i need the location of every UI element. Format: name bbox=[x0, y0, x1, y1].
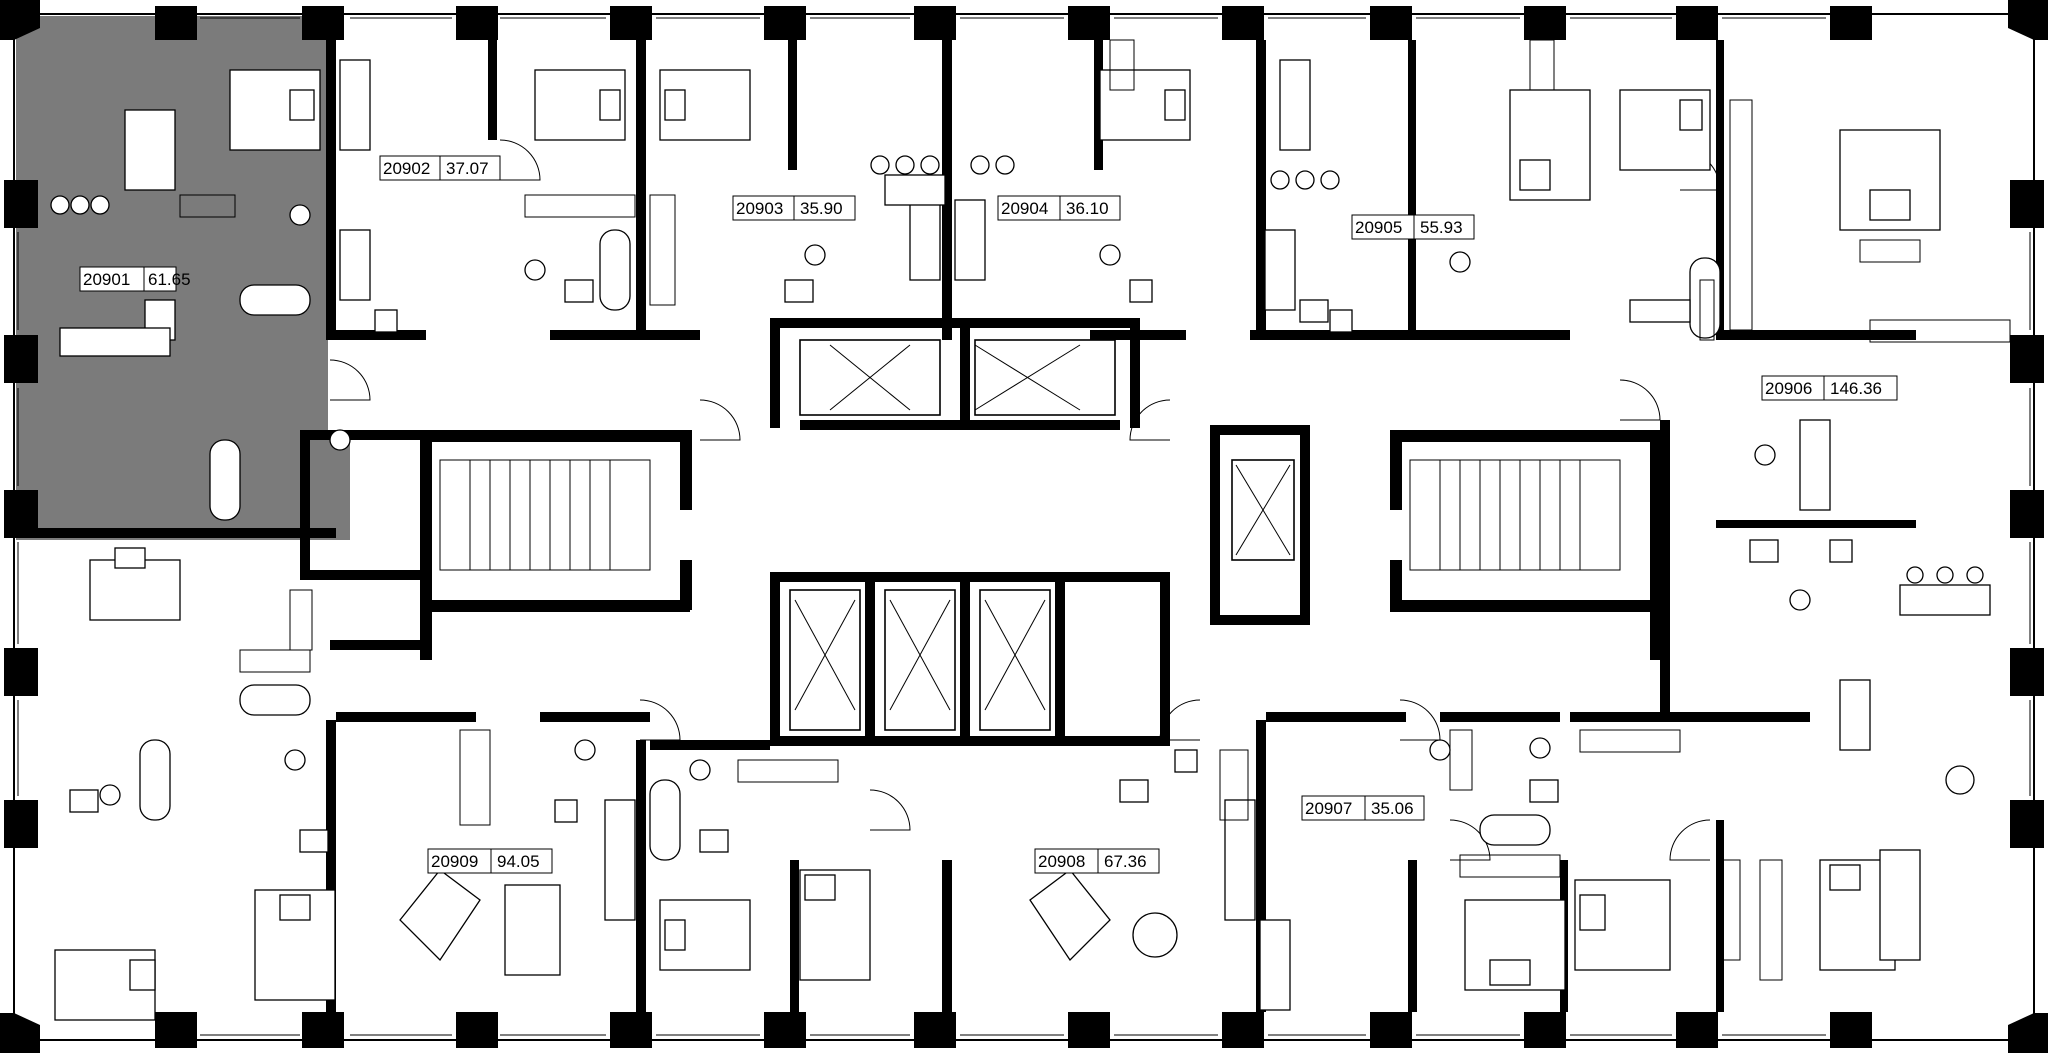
unit-label-id: 20908 bbox=[1038, 852, 1085, 871]
unit-label-id: 20907 bbox=[1305, 799, 1352, 818]
unit-label-id: 20905 bbox=[1355, 218, 1402, 237]
unit-label-area: 35.06 bbox=[1371, 799, 1414, 818]
unit-label-area: 94.05 bbox=[497, 852, 540, 871]
unit-label-area: 36.10 bbox=[1066, 199, 1109, 218]
unit-label-20908[interactable]: 20908 67.36 bbox=[1034, 848, 1160, 874]
unit-label-area: 67.36 bbox=[1104, 852, 1147, 871]
sofa-icon bbox=[124, 59, 1921, 1011]
unit-label-id: 20903 bbox=[736, 199, 783, 218]
door-swing-icon bbox=[329, 139, 1721, 861]
unit-label-20902[interactable]: 20902 37.07 bbox=[379, 155, 501, 181]
unit-label-area: 61.65 bbox=[148, 270, 191, 289]
toilet-icon bbox=[99, 204, 1811, 806]
unit-label-id: 20904 bbox=[1001, 199, 1048, 218]
unit-label-20903[interactable]: 20903 35.90 bbox=[732, 195, 856, 221]
washing-machine-icon bbox=[374, 279, 1853, 823]
facade-columns-top bbox=[0, 0, 2048, 40]
unit-label-area: 35.90 bbox=[800, 199, 843, 218]
unit-label-area: 37.07 bbox=[446, 159, 489, 178]
bathtub-icon bbox=[139, 229, 1721, 861]
unit-label-id: 20906 bbox=[1765, 379, 1812, 398]
wardrobe-icon bbox=[179, 39, 2011, 981]
unit-label-area: 55.93 bbox=[1420, 218, 1463, 237]
unit-label-id: 20901 bbox=[83, 270, 130, 289]
elevator-icon bbox=[789, 339, 1295, 731]
unit-label-20901[interactable]: 20901 61.65 bbox=[79, 266, 191, 292]
staircase-icon bbox=[439, 459, 1621, 571]
sink-icon bbox=[69, 279, 1779, 853]
building-core bbox=[300, 318, 1662, 746]
unit-label-20904[interactable]: 20904 36.10 bbox=[997, 195, 1121, 221]
unit-label-20907[interactable]: 20907 35.06 bbox=[1301, 795, 1425, 821]
bed-icon bbox=[54, 69, 1941, 1021]
unit-label-20906[interactable]: 20906 146.36 bbox=[1761, 375, 1898, 401]
unit-label-area: 146.36 bbox=[1830, 379, 1882, 398]
unit-label-id: 20909 bbox=[431, 852, 478, 871]
stove-icon bbox=[59, 199, 1871, 921]
partition-walls bbox=[16, 40, 1916, 1012]
unit-label-id: 20902 bbox=[383, 159, 430, 178]
unit-label-20909[interactable]: 20909 94.05 bbox=[427, 848, 553, 874]
dining-table-icon bbox=[50, 155, 1991, 976]
facade-columns-bottom bbox=[0, 1012, 2048, 1053]
window-icon bbox=[17, 17, 2031, 1036]
unit-label-20905[interactable]: 20905 55.93 bbox=[1351, 214, 1475, 240]
